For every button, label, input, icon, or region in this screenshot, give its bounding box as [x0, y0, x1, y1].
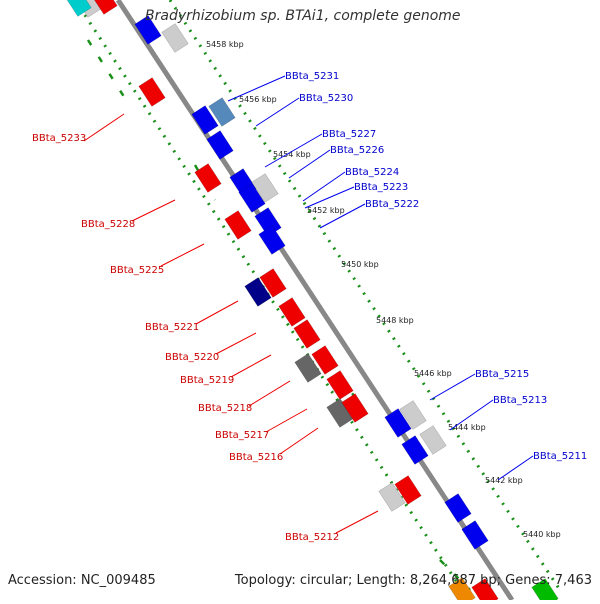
- gene-feature[interactable]: [394, 475, 422, 505]
- label-leader-right: [255, 97, 300, 127]
- label-leader-right: [319, 203, 366, 229]
- topology-summary: Topology: circular; Length: 8,264,687 bp…: [234, 573, 592, 588]
- gene-label-right[interactable]: BBta_5230: [299, 93, 353, 104]
- gene-label-right[interactable]: BBta_5227: [322, 129, 376, 140]
- label-leader-left: [335, 510, 379, 534]
- gene-feature[interactable]: [378, 482, 406, 512]
- label-leader-left: [230, 354, 272, 378]
- gene-label-right[interactable]: BBta_5231: [285, 71, 339, 82]
- genome-backbone: [115, 0, 515, 602]
- kbp-tick-label: 5454 kbp: [273, 150, 311, 159]
- gene-feature[interactable]: [258, 225, 286, 255]
- gene-feature[interactable]: [293, 319, 321, 349]
- gene-features: [64, 0, 559, 604]
- kbp-tick-label: 5444 kbp: [448, 423, 486, 432]
- gene-feature[interactable]: [224, 210, 252, 240]
- gene-label-left[interactable]: BBta_5217: [215, 430, 269, 441]
- gene-label-left[interactable]: BBta_5225: [110, 265, 164, 276]
- gene-label-right[interactable]: BBta_5211: [533, 451, 587, 462]
- gene-feature[interactable]: [311, 345, 339, 375]
- label-leader-right: [304, 186, 355, 209]
- gene-feature[interactable]: [444, 493, 472, 523]
- label-leader-left: [265, 408, 308, 433]
- label-leader-right: [449, 399, 494, 431]
- gene-feature[interactable]: [208, 97, 236, 127]
- gene-label-right[interactable]: BBta_5223: [354, 182, 408, 193]
- label-leader-left: [195, 300, 239, 325]
- gene-label-right[interactable]: BBta_5224: [345, 167, 399, 178]
- label-leader-right: [497, 455, 534, 481]
- gene-label-right[interactable]: BBta_5215: [475, 369, 529, 380]
- gene-label-left[interactable]: BBta_5220: [165, 352, 219, 363]
- label-leader-right: [429, 373, 476, 401]
- gene-label-right[interactable]: BBta_5226: [330, 145, 384, 156]
- gene-feature[interactable]: [138, 77, 166, 107]
- gc-track-dash-1: [439, 559, 471, 591]
- gene-feature[interactable]: [384, 408, 412, 438]
- gene-label-left[interactable]: BBta_5216: [229, 452, 283, 463]
- gc-track-dash-0: [86, 39, 130, 104]
- gene-feature[interactable]: [341, 393, 369, 423]
- kbp-tick-label: 5456 kbp: [239, 95, 277, 104]
- gene-label-left[interactable]: BBta_5221: [145, 322, 199, 333]
- label-leader-right: [288, 149, 331, 179]
- label-leader-left: [83, 113, 125, 142]
- gene-label-left[interactable]: BBta_5228: [81, 219, 135, 230]
- gene-feature[interactable]: [399, 400, 427, 430]
- kbp-tick-label: 5446 kbp: [414, 369, 452, 378]
- gene-feature[interactable]: [326, 370, 354, 400]
- kbp-tick-label: 5448 kbp: [376, 316, 414, 325]
- gene-feature[interactable]: [244, 277, 272, 307]
- gene-feature[interactable]: [206, 130, 234, 160]
- gene-label-left[interactable]: BBta_5218: [198, 403, 252, 414]
- kbp-tick-label: 5442 kbp: [485, 476, 523, 485]
- gene-feature[interactable]: [191, 105, 219, 135]
- kbp-tick-label: 5440 kbp: [523, 530, 561, 539]
- label-leader-left: [131, 199, 176, 222]
- label-leader-left: [279, 427, 319, 455]
- gene-label-right[interactable]: BBta_5222: [365, 199, 419, 210]
- label-leader-right: [227, 75, 286, 102]
- label-leader-right: [302, 171, 346, 202]
- kbp-ticks: 5458 kbp 5456 kbp 5454 kbp 5452 kbp 5450 kbp…: [206, 40, 561, 539]
- kbp-tick-label: 5452 kbp: [307, 206, 345, 215]
- gene-feature[interactable]: [259, 268, 287, 298]
- gene-feature[interactable]: [161, 23, 189, 53]
- kbp-tick-label: 5450 kbp: [341, 260, 379, 269]
- gene-label-left[interactable]: BBta_5219: [180, 375, 234, 386]
- gene-label-left[interactable]: BBta_5212: [285, 532, 339, 543]
- gene-feature[interactable]: [90, 0, 118, 15]
- label-leader-left: [215, 332, 257, 355]
- gene-feature[interactable]: [401, 435, 429, 465]
- gene-feature[interactable]: [134, 15, 162, 45]
- genome-title: Bradyrhizobium sp. BTAi1, complete genom…: [145, 8, 461, 24]
- gene-labels[interactable]: BBta_5231BBta_5230BBta_5227BBta_5226BBta…: [32, 71, 587, 543]
- label-leader-right: [264, 133, 323, 168]
- gene-feature[interactable]: [461, 520, 489, 550]
- label-leader-left: [160, 243, 205, 267]
- gene-feature[interactable]: [194, 163, 222, 193]
- kbp-tick-label: 5458 kbp: [206, 40, 244, 49]
- gene-feature[interactable]: [251, 173, 279, 203]
- gene-feature[interactable]: [419, 425, 447, 455]
- accession-text: Accession: NC_009485: [8, 573, 156, 588]
- gene-feature[interactable]: [294, 353, 322, 383]
- gene-label-left[interactable]: BBta_5233: [32, 133, 86, 144]
- gene-label-right[interactable]: BBta_5213: [493, 395, 547, 406]
- gene-feature[interactable]: [278, 297, 306, 327]
- gene-feature[interactable]: [238, 183, 266, 213]
- gc-track-1: [168, 0, 562, 591]
- label-leaders: [83, 75, 534, 534]
- gene-feature[interactable]: [64, 0, 92, 17]
- label-leader-left: [248, 380, 291, 407]
